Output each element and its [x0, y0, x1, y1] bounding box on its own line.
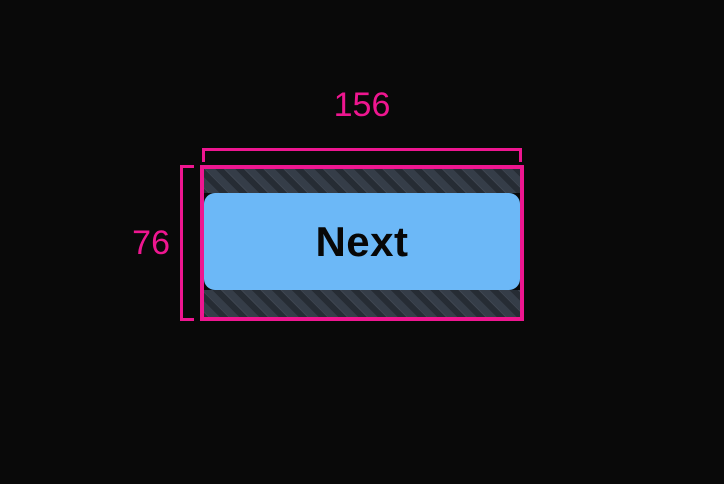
- width-dimension-bracket: [202, 148, 522, 162]
- height-dimension-value: 76: [132, 224, 170, 262]
- measured-widget-bounds: Next: [200, 165, 524, 321]
- hatch-fill-top: [204, 169, 520, 193]
- next-button[interactable]: Next: [204, 193, 520, 290]
- height-dimension-bracket: [180, 165, 194, 321]
- hatch-fill-bottom: [204, 290, 520, 317]
- next-button-label: Next: [315, 217, 409, 265]
- width-dimension-value: 156: [333, 86, 391, 124]
